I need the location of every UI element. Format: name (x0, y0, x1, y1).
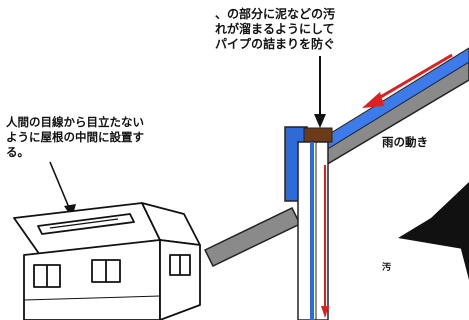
top-note-line-2: れが溜まるようにして (215, 21, 335, 36)
house-illustration (13, 202, 201, 320)
top-note-line-3: パイプの詰まりを防ぐ (215, 36, 335, 51)
callout-wedge-tail (456, 222, 469, 280)
top-note: 、の部分に泥などの汚 れが溜まるようにして パイプの詰まりを防ぐ (215, 6, 335, 51)
left-note-line-1: 人間の目線から目立たない (6, 115, 144, 129)
left-note-line-3: る。 (6, 145, 29, 159)
pointer-arrow-to-house (49, 161, 76, 218)
left-note: 人間の目線から目立たない ように屋根の中間に設置す る。 (6, 115, 144, 159)
callout-wedge (398, 182, 469, 250)
rain-label: 雨の動き (382, 135, 428, 149)
house-side-wall (159, 239, 201, 320)
small-mark: 汚 (382, 261, 391, 273)
rain-flow-arrow (362, 53, 453, 108)
down-pipe (297, 141, 329, 320)
left-roof-beam (203, 207, 302, 267)
top-note-line-1: 、の部分に泥などの汚 (215, 6, 335, 21)
pointer-arrow-to-trap (314, 56, 326, 128)
roof-device (37, 213, 135, 235)
left-note-line-2: ように屋根の中間に設置す (6, 130, 144, 144)
trap-block (303, 127, 333, 143)
